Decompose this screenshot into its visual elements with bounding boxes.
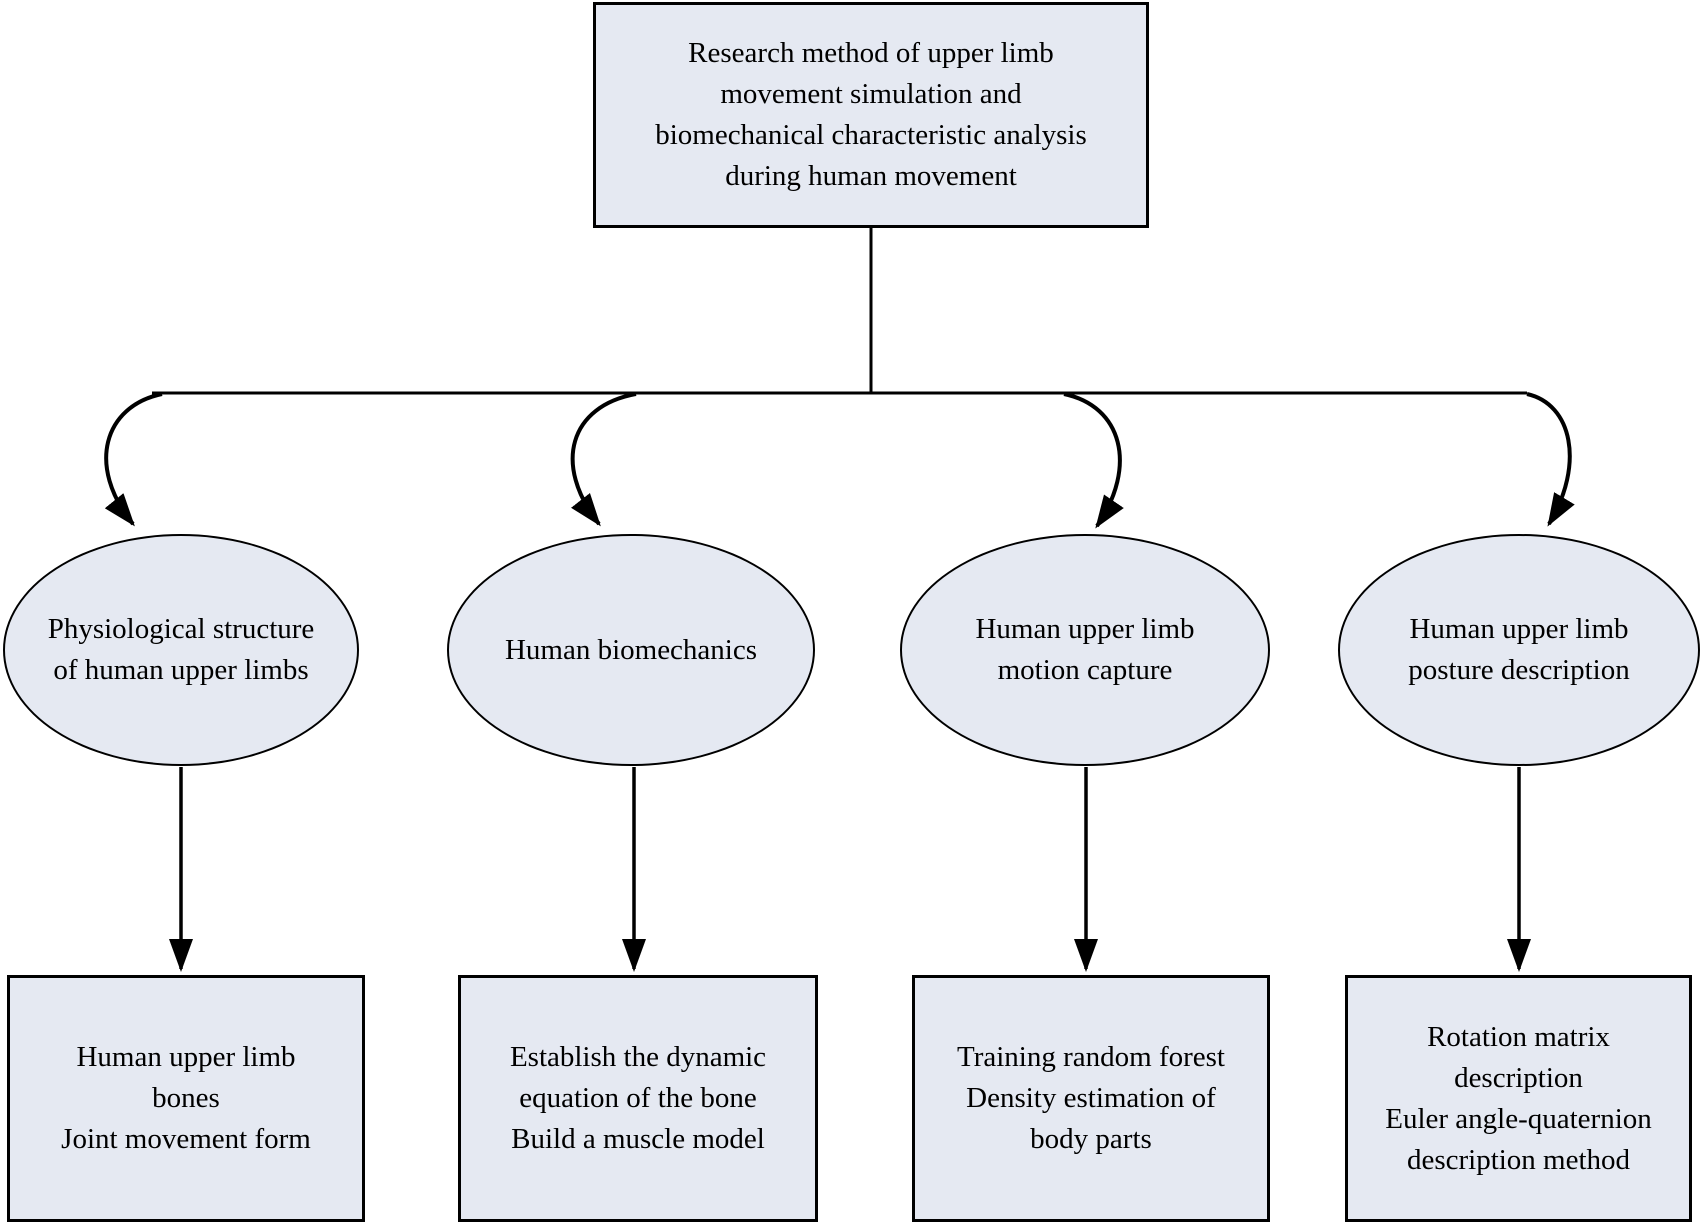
root-node: Research method of upper limb movement s… xyxy=(593,2,1149,228)
detail-box-label: Training random forest Density estimatio… xyxy=(957,1041,1225,1155)
detail-box-rotation-matrix: Rotation matrix description Euler angle-… xyxy=(1345,975,1692,1222)
detail-box-dynamic-equation: Establish the dynamic equation of the bo… xyxy=(458,975,818,1222)
curved-arrow-1 xyxy=(104,392,163,527)
curved-arrow-4 xyxy=(1526,392,1575,527)
root-node-label: Research method of upper limb movement s… xyxy=(655,37,1087,192)
topic-ellipse-label: Human biomechanics xyxy=(504,633,758,666)
detail-box-bones-joints: Human upper limb bones Joint movement fo… xyxy=(7,975,365,1222)
topic-ellipse-label: Human upper limb motion capture xyxy=(975,613,1195,686)
topic-ellipse-label: Human upper limb posture description xyxy=(1408,613,1630,686)
topic-ellipse-label: Physiological structure of human upper l… xyxy=(47,613,315,686)
topic-ellipse-posture-description: Human upper limb posture description xyxy=(1338,534,1700,766)
topic-ellipse-motion-capture: Human upper limb motion capture xyxy=(900,534,1270,766)
curved-arrow-2 xyxy=(570,392,637,527)
topic-ellipse-physiological-structure: Physiological structure of human upper l… xyxy=(3,534,359,766)
detail-box-label: Human upper limb bones Joint movement fo… xyxy=(61,1041,311,1155)
curved-arrow-3 xyxy=(1063,392,1124,529)
topic-ellipse-human-biomechanics: Human biomechanics xyxy=(447,534,815,766)
detail-box-random-forest: Training random forest Density estimatio… xyxy=(912,975,1270,1222)
detail-box-label: Rotation matrix description Euler angle-… xyxy=(1385,1020,1652,1176)
detail-box-label: Establish the dynamic equation of the bo… xyxy=(509,1041,767,1155)
